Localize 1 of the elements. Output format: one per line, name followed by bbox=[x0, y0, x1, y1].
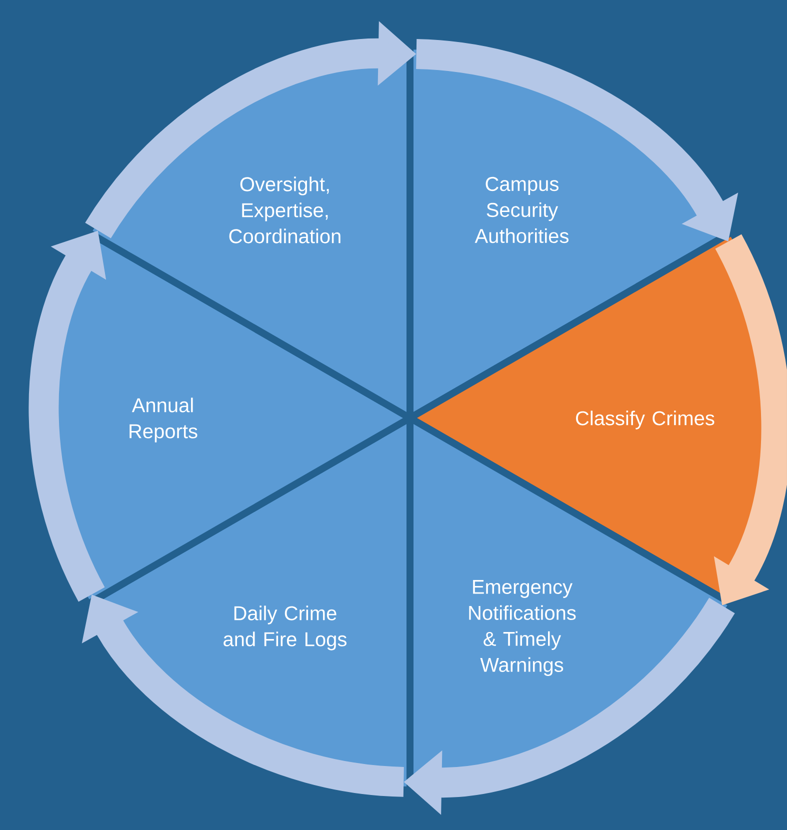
node-label: Daily Crime and Fire Logs bbox=[224, 606, 346, 650]
